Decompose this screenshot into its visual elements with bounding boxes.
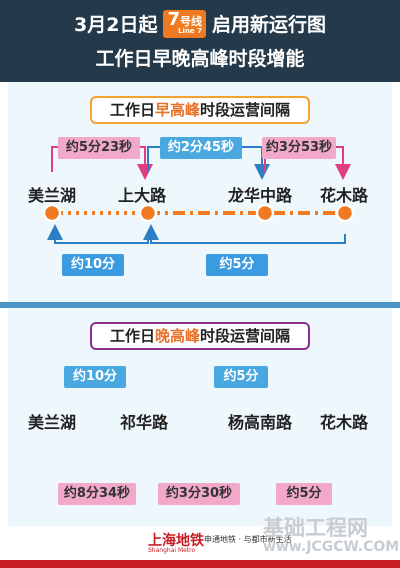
evening-station-1: 美兰湖 — [28, 413, 77, 432]
morning-interval-top-3: 约3分53秒 — [262, 137, 336, 159]
morning-interval-top-2: 约2分45秒 — [160, 137, 242, 159]
morning-interval-top-1: 约5分23秒 — [58, 137, 140, 159]
section-divider — [0, 302, 400, 308]
morning-title-highlight: 早高峰 — [154, 101, 200, 119]
evening-station-3: 杨高南路 — [228, 413, 293, 432]
evening-station-2: 祁华路 — [120, 413, 169, 432]
evening-interval-bottom-3: 约5分 — [276, 483, 332, 505]
evening-station-4: 花木路 — [320, 413, 369, 432]
morning-title: 工作日早高峰时段运营间隔 — [90, 96, 310, 124]
morning-station-dot-3 — [255, 203, 275, 223]
evening-title: 工作日晚高峰时段运营间隔 — [90, 322, 310, 350]
evening-interval-top-2: 约5分 — [214, 366, 268, 388]
morning-interval-bottom-1: 约10分 — [62, 254, 124, 276]
evening-interval-top-1: 约10分 — [64, 366, 126, 388]
header-date: 3月2日起 — [74, 14, 158, 36]
evening-title-pre: 工作日 — [109, 327, 155, 345]
partner-brand: 申通地铁 · 与都市新生活 — [204, 535, 292, 544]
evening-interval-bottom-1: 约8分34秒 — [58, 483, 136, 505]
morning-station-4: 花木路 — [320, 186, 369, 205]
morning-bottom-arrow-2 — [143, 224, 346, 244]
morning-station-dot-1 — [42, 203, 62, 223]
evening-title-highlight: 晚高峰 — [154, 327, 200, 345]
footer-red-bar — [0, 560, 400, 568]
line-number: 7 — [167, 8, 180, 30]
morning-title-pre: 工作日 — [109, 101, 155, 119]
morning-bottom-arrow-1 — [47, 224, 149, 244]
morning-station-3: 龙华中路 — [228, 186, 293, 205]
morning-station-1: 美兰湖 — [28, 186, 77, 205]
morning-station-2: 上大路 — [118, 186, 167, 205]
evening-interval-bottom-2: 约3分30秒 — [158, 483, 240, 505]
morning-station-dot-4 — [335, 203, 355, 223]
header-title-line2: 工作日早晚高峰时段增能 — [95, 48, 305, 70]
morning-interval-bottom-2: 约5分 — [206, 254, 268, 276]
metro-brand: 上海地铁 — [148, 533, 204, 549]
line-en: Line 7 — [178, 26, 202, 35]
line-hao: 号线 — [179, 14, 202, 28]
morning-title-post: 时段运营间隔 — [200, 101, 291, 119]
header-headline: 启用新运行图 — [211, 14, 326, 36]
watermark-cn: 基础工程网 — [263, 516, 368, 540]
morning-station-dot-2 — [138, 203, 158, 223]
evening-title-post: 时段运营间隔 — [200, 327, 291, 345]
watermark-url: www.JCGCW.COM — [263, 539, 400, 555]
metro-brand-en: Shanghai Metro — [148, 547, 196, 554]
